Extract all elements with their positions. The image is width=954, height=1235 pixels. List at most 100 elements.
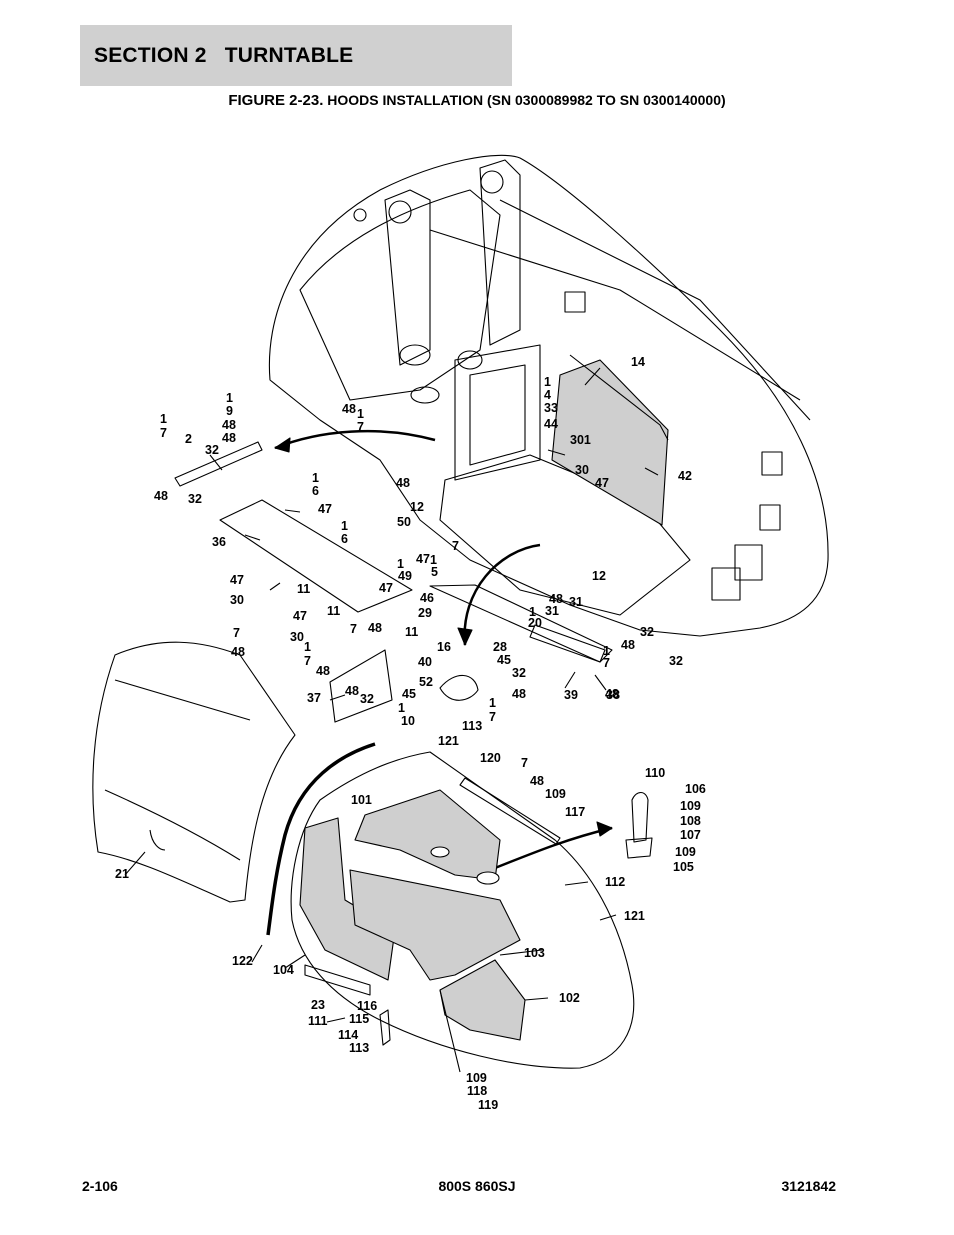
callout-9: 9 [226, 404, 233, 418]
callout-48: 48 [345, 684, 359, 698]
callout-45: 45 [402, 687, 416, 701]
callout-108: 108 [680, 814, 701, 828]
callout-52: 52 [419, 675, 433, 689]
callout-31: 31 [545, 604, 559, 618]
callout-48: 48 [222, 418, 236, 432]
callout-48: 48 [605, 687, 619, 701]
callout-32: 32 [205, 443, 219, 457]
model-numbers: 800S 860SJ [438, 1178, 516, 1194]
callout-115: 115 [349, 1012, 369, 1026]
callout-1: 1 [160, 412, 167, 426]
valve-plate [551, 359, 669, 526]
section-header: SECTION 2 TURNTABLE [80, 25, 512, 86]
callout-1: 1 [489, 696, 496, 710]
callout-7: 7 [452, 539, 459, 553]
callout-7: 7 [350, 622, 357, 636]
callout-122: 122 [232, 954, 253, 968]
callout-30: 30 [290, 630, 304, 644]
callout-21: 21 [115, 867, 129, 881]
callout-47: 47 [595, 476, 609, 490]
callout-16: 16 [437, 640, 451, 654]
callout-33: 33 [544, 401, 558, 415]
callout-109: 109 [675, 845, 696, 859]
callout-48: 48 [512, 687, 526, 701]
section-title: SECTION 2 TURNTABLE [94, 43, 354, 67]
callout-30: 30 [575, 463, 589, 477]
panel-103 [349, 869, 521, 981]
callout-29: 29 [418, 606, 432, 620]
callout-48: 48 [621, 638, 635, 652]
callout-7: 7 [357, 420, 364, 434]
callout-7: 7 [521, 756, 528, 770]
callout-111: 111 [308, 1014, 328, 1028]
callout-20: 20 [528, 616, 542, 630]
callout-118: 118 [467, 1084, 487, 1098]
callout-1: 1 [397, 557, 404, 571]
callout-7: 7 [489, 710, 496, 724]
panel-101 [354, 789, 501, 881]
callout-38: 38 [606, 688, 620, 702]
callout-103: 103 [524, 946, 545, 960]
callout-39: 39 [564, 688, 578, 702]
callout-7: 7 [233, 626, 240, 640]
callout-47: 47 [293, 609, 307, 623]
callout-7: 7 [160, 426, 167, 440]
callout-48: 48 [368, 621, 382, 635]
callout-7: 7 [304, 654, 311, 668]
callout-1: 1 [603, 644, 610, 658]
callout-7: 7 [603, 656, 610, 670]
main-hood [290, 751, 635, 1069]
callout-12: 12 [592, 569, 606, 583]
callout-47: 47 [379, 581, 393, 595]
callout-31: 31 [569, 595, 583, 609]
callout-10: 10 [401, 714, 415, 728]
page-number: 2-106 [82, 1178, 118, 1194]
callout-48: 48 [549, 592, 563, 606]
callout-2: 2 [185, 432, 192, 446]
callout-48: 48 [396, 476, 410, 490]
callout-101: 101 [351, 793, 372, 807]
callout-109: 109 [466, 1071, 487, 1085]
panel-102 [439, 959, 526, 1041]
callout-44: 44 [544, 417, 558, 431]
callout-117: 117 [565, 805, 585, 819]
callout-45: 45 [497, 653, 511, 667]
callout-30: 30 [230, 593, 244, 607]
callout-1: 1 [430, 553, 437, 567]
callout-120: 120 [480, 751, 501, 765]
callout-48: 48 [154, 489, 168, 503]
callout-47: 47 [416, 552, 430, 566]
manual-number: 3121842 [781, 1178, 836, 1194]
callout-14: 14 [631, 355, 645, 369]
callout-47: 47 [230, 573, 244, 587]
callout-4: 4 [544, 388, 551, 402]
callout-11: 11 [405, 625, 418, 639]
callout-40: 40 [418, 655, 432, 669]
callout-1: 1 [226, 391, 233, 405]
callout-47: 47 [318, 502, 332, 516]
callout-6: 6 [341, 532, 348, 546]
callout-110: 110 [645, 766, 665, 780]
callout-46: 46 [420, 591, 434, 605]
callout-102: 102 [559, 991, 580, 1005]
callout-106: 106 [685, 782, 706, 796]
callout-50: 50 [397, 515, 411, 529]
callout-119: 119 [478, 1098, 498, 1112]
callout-32: 32 [188, 492, 202, 506]
plate-37 [329, 649, 393, 723]
callout-28: 28 [493, 640, 507, 654]
callout-37: 37 [307, 691, 321, 705]
callout-36: 36 [212, 535, 226, 549]
callout-1: 1 [398, 701, 405, 715]
callout-114: 114 [338, 1028, 358, 1042]
callout-1: 1 [341, 519, 348, 533]
callout-113: 113 [349, 1041, 369, 1055]
callout-48: 48 [222, 431, 236, 445]
callout-301: 301 [570, 433, 591, 447]
callout-48: 48 [530, 774, 544, 788]
callout-48: 48 [231, 645, 245, 659]
callout-6: 6 [312, 484, 319, 498]
callout-49: 49 [398, 569, 412, 583]
callout-121: 121 [624, 909, 645, 923]
